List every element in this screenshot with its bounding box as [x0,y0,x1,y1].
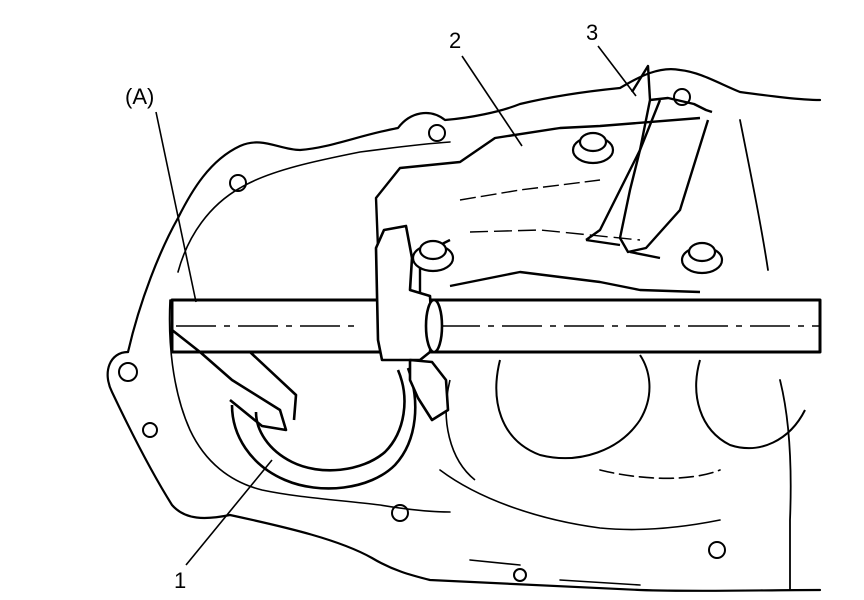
bore-center [495,354,651,460]
bracket-inner-edge [459,179,601,201]
leader-line-a [155,111,197,303]
case-lower-rib [439,469,721,531]
bolt [411,239,455,273]
mounting-hole [118,362,138,382]
bracket-inner-edge-2 [469,229,641,241]
callout-labels: (A) 1 2 3 [125,20,598,593]
guide-channel [618,99,710,254]
callout-1: 1 [174,568,186,593]
mounting-holes [118,88,726,582]
mounting-hole [513,568,527,582]
leader-line-3 [597,45,637,97]
mounting-hole [428,124,446,142]
leader-line-2 [461,55,523,147]
fork-arm [171,328,288,432]
leader-line-1 [185,459,273,566]
shift-fork-part-1 [171,328,417,490]
case-mid-line [599,469,721,480]
hub-lower [408,358,450,422]
case-right-rib [739,119,769,271]
case-lower-rib-2 [469,559,641,586]
mounting-hole [708,541,726,559]
case-inner-outline [177,141,451,273]
bore-left-arc [445,379,476,481]
callout-2: 2 [449,28,461,53]
case-bores [445,354,806,481]
bolt [680,241,724,275]
case-left-lobe [126,68,822,354]
fork-ring-outer [230,367,417,490]
callout-3: 3 [586,20,598,45]
callout-a: (A) [125,84,154,109]
fork-arm-2 [218,350,298,421]
hub-collar [424,298,444,354]
bore-right [695,359,806,450]
guide-foot [585,238,661,260]
mounting-hole [673,88,691,106]
bracket-lower-edge [449,270,701,294]
mounting-hole [142,422,158,438]
mounting-hole [391,504,409,522]
mounting-hole [229,174,247,192]
fork-hub [374,224,450,422]
guide-plate-right [649,96,713,114]
case-right-edge [779,379,792,591]
bolt [571,131,615,165]
transmission-case [106,68,822,592]
shift-rail [170,298,822,354]
bolts [411,131,724,275]
rail-body [170,298,822,354]
fork-ring-inner [254,369,406,472]
case-outer-outline [106,350,822,592]
bracket-part-3 [585,64,713,260]
leader-lines [155,45,637,566]
